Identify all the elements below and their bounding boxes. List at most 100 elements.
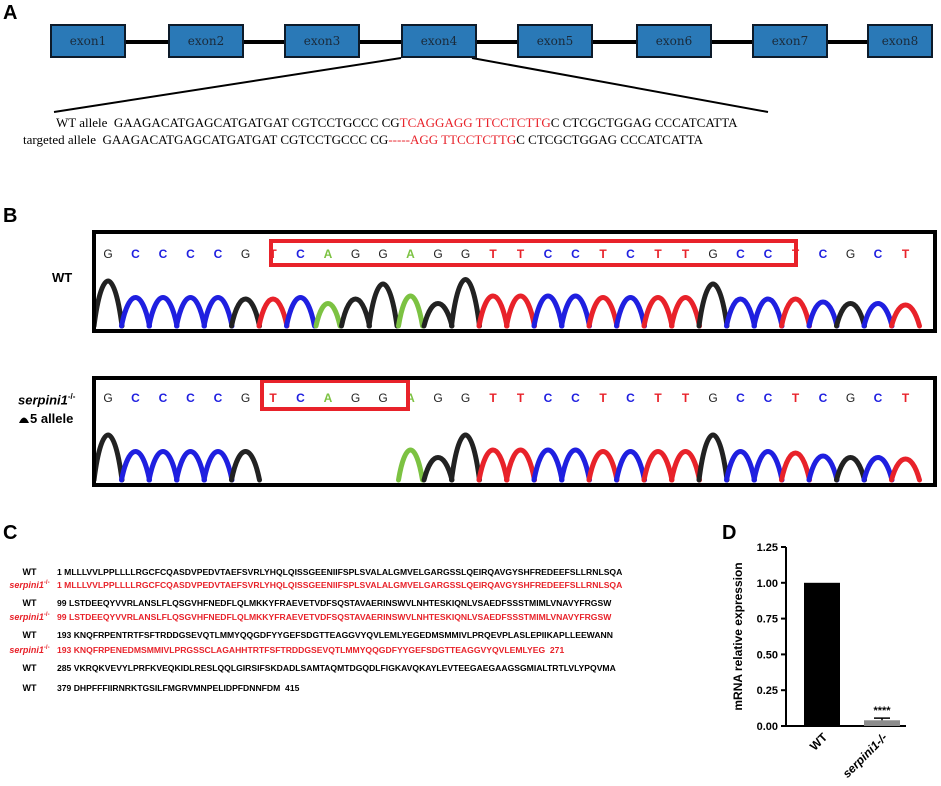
trace-peak [861, 301, 895, 329]
base-call: G [241, 247, 250, 261]
wt-protein-row: WT 99 LSTDEEQYVVRLANSLFLQSGVHFNEDFLQLMKKY… [2, 598, 612, 608]
base-call: T [654, 247, 662, 261]
base-call: T [682, 391, 690, 405]
trace-peak [146, 449, 180, 483]
exon-6: exon6 [636, 24, 712, 58]
base-call: C [296, 247, 305, 261]
trace-peak [96, 278, 125, 329]
trace-peak [366, 281, 400, 329]
trace-peak [201, 449, 235, 483]
base-call: C [544, 391, 553, 405]
x-tick-label: serpini1-/- [840, 730, 890, 780]
trace-peak [229, 296, 262, 329]
base-call: G [461, 391, 470, 405]
base-call: T [599, 391, 607, 405]
x-tick-label: WT [807, 730, 831, 754]
trace-peak [806, 453, 840, 483]
base-call: G [378, 391, 387, 405]
base-call: G [708, 247, 717, 261]
gene-structure-lines [50, 40, 930, 113]
targeted-seq-part2: C CTCGCTGGAG CCCATCATTA [516, 132, 704, 147]
trace-peak [779, 450, 812, 483]
trace-peak [751, 296, 785, 329]
protein-row-label: serpini1-/- [9, 580, 50, 590]
base-call: T [599, 247, 607, 261]
protein-row-label: WT [22, 598, 37, 608]
trace-peak [559, 447, 592, 483]
mut-gene-name: serpini1 [18, 392, 68, 408]
wt-seq-part1: GAAGACATGAGCATGATGAT CGTCCTGCCC CG [113, 115, 400, 130]
mutant-protein-row: serpini1-/-1 MLLLVVLPPLLLLRGCFCQASDVPEDV… [2, 580, 622, 590]
base-call: C [159, 391, 168, 405]
wt-trace-label: WT [52, 270, 73, 285]
base-call: G [351, 247, 360, 261]
protein-row-label: WT [22, 663, 37, 673]
exon-7: exon7 [752, 24, 828, 58]
wt-allele-sequence: WT allele GAAGACATGAGCATGATGAT CGTCCTGCC… [56, 115, 738, 131]
base-call: C [159, 247, 168, 261]
trace-peak [724, 296, 757, 329]
base-call: C [819, 391, 828, 405]
trace-peak [504, 293, 537, 329]
trace-peak [889, 302, 922, 329]
protein-sequence: 379 DHPFFFIIRNRKTGSILFMGRVMNPELIDPFDNNFD… [57, 683, 300, 693]
exon-1: exon1 [50, 24, 126, 58]
protein-sequence: 99 LSTDEEQYVVRLANSLFLQSGVHFNEDFLQLMKKYFR… [57, 612, 612, 622]
base-call: A [406, 247, 415, 261]
protein-sequence: 193 KNQFRPENEDMSMMIVLPRGSSCLAGAHHTRTFSFT… [57, 645, 565, 655]
trace-peak [696, 281, 730, 329]
y-tick-label: 0.50 [757, 649, 778, 661]
bar [804, 582, 840, 726]
mut-genotype: -/- [67, 392, 76, 401]
wt-seq-part2: C CTCGCTGGAG CCCATCATTA [550, 115, 738, 130]
exon-8: exon8 [867, 24, 933, 58]
delta-icon [19, 417, 29, 423]
trace-peak [229, 449, 262, 483]
base-call: G [433, 391, 442, 405]
trace-peak [313, 301, 343, 329]
base-call: C [131, 247, 140, 261]
trace-peak [119, 449, 152, 483]
protein-row-label: serpini1-/- [9, 612, 50, 622]
mut-allele-label: 5 allele [18, 411, 73, 426]
y-tick-label: 0.75 [757, 614, 778, 626]
base-call: C [186, 391, 195, 405]
trace-peak [96, 432, 125, 483]
trace-peak [504, 447, 537, 483]
trace-peak [174, 295, 207, 329]
base-call: A [406, 391, 415, 405]
base-call: G [461, 247, 470, 261]
targeted-seq-highlight: -----AGG TTCCTCTTG [388, 132, 517, 147]
base-call: T [654, 391, 662, 405]
bar [864, 720, 900, 726]
base-call: T [269, 391, 277, 405]
deletion-highlight-box [260, 380, 410, 411]
trace-peak [889, 456, 922, 483]
base-call: T [489, 247, 497, 261]
trace-peak [396, 293, 425, 329]
trace-peak [476, 293, 510, 329]
base-call: C [131, 391, 140, 405]
trace-peak [449, 277, 482, 329]
base-call: C [764, 391, 773, 405]
trace-peak [834, 455, 867, 483]
trace-peak [641, 295, 675, 329]
trace-peak [201, 295, 235, 329]
trace-peak [669, 295, 702, 329]
protein-row-label: WT [22, 630, 37, 640]
base-call: C [764, 247, 773, 261]
base-call: G [103, 391, 112, 405]
trace-peak [724, 449, 757, 483]
trace-peak [531, 293, 565, 329]
protein-sequence: 99 LSTDEEQYVVRLANSLFLQSGVHFNEDFLQLMKKYFR… [57, 598, 612, 608]
panel-label-d: D [722, 522, 737, 544]
exon-3: exon3 [284, 24, 360, 58]
protein-sequence: 1 MLLLVVLPPLLLLRGCFCQASDVPEDVTAEFSVRLYHQ… [57, 567, 623, 577]
wt-seq-highlight: TCAGGAGG TTCCTCTTG [399, 115, 551, 130]
protein-sequence: 285 VKRQKVEVYLPRFKVEQKIDLRESLQQLGIRSIFSK… [57, 663, 616, 673]
